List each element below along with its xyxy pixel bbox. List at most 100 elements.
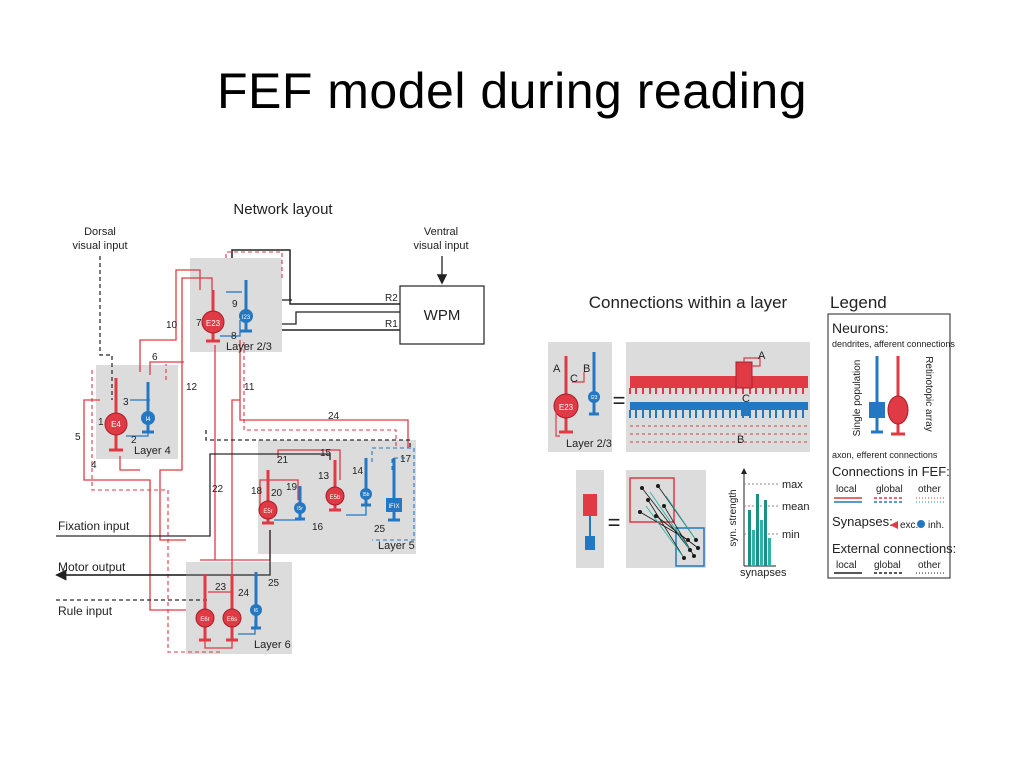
synapse-bars <box>748 494 771 566</box>
conn-num-9: 9 <box>232 299 238 310</box>
legend-box <box>827 313 951 579</box>
array-box <box>626 342 810 452</box>
syn-min-label: min <box>782 529 800 541</box>
conn-num-7: 7 <box>196 318 202 329</box>
conn-num-2: 2 <box>131 435 137 446</box>
syn-strength-plot: syn. strength max mean min synapses <box>728 468 810 579</box>
legend: Legend Neurons: dendrites, afferent conn… <box>827 293 956 579</box>
rule-input-label: Rule input <box>58 604 113 618</box>
motor-output-label: Motor output <box>58 560 126 574</box>
svg-text:E6r: E6r <box>200 617 209 623</box>
conn-num-6: 6 <box>152 352 158 363</box>
neuron-e5b: E5b <box>325 460 345 512</box>
svg-text:I5r: I5r <box>297 506 303 512</box>
dorsal-input-label-1: Dorsal <box>84 226 116 238</box>
network-layout-title: Network layout <box>233 201 333 218</box>
conn-num-4: 4 <box>91 460 97 471</box>
layer6-label: Layer 6 <box>254 639 291 651</box>
legend-single-population: Single population <box>852 360 863 437</box>
svg-text:E6s: E6s <box>227 617 237 623</box>
synapses-label: synapses <box>740 567 787 579</box>
layer4-label: Layer 4 <box>134 445 171 457</box>
excitatory-array <box>629 361 808 394</box>
svg-text:E5r: E5r <box>263 509 272 515</box>
inhibitory-global-connections <box>371 447 415 541</box>
svg-text:I5b: I5b <box>363 492 370 498</box>
svg-text:I23: I23 <box>242 315 251 321</box>
legend-retinotopic-array: Retinotopic array <box>923 356 934 432</box>
slide-title: FEF model during reading <box>216 63 808 119</box>
layer4-box <box>96 365 178 459</box>
array-label-c: C <box>742 393 750 405</box>
legend-ext-other: other <box>918 560 941 571</box>
legend-connections-fef: Connections in FEF: <box>832 464 950 479</box>
conn-num-14: 14 <box>352 466 364 477</box>
neuron-e23: E23 <box>201 290 225 343</box>
conn-num-17: 17 <box>400 454 412 465</box>
svg-text:I23: I23 <box>591 395 598 401</box>
legend-neurons: Neurons: <box>832 320 889 336</box>
conn-num-11: 11 <box>244 382 255 393</box>
neuron-i6: I6 <box>250 572 262 630</box>
connection-numbers: 1 2 3 4 5 6 7 8 9 10 11 12 13 14 15 16 1… <box>75 299 412 599</box>
legend-other: other <box>918 484 941 495</box>
legend-ext-local: local <box>836 560 857 571</box>
equals-sign-1: = <box>613 388 626 413</box>
wpm-box <box>399 285 485 345</box>
legend-ext-global: global <box>874 560 901 571</box>
svg-text:E4: E4 <box>111 420 121 429</box>
small-label-b: B <box>583 363 590 375</box>
neuron-e4: E4 <box>104 378 128 452</box>
conn-num-20: 20 <box>271 488 283 499</box>
ventral-input-label-2: visual input <box>413 240 468 252</box>
legend-global: global <box>876 484 903 495</box>
legend-external: External connections: <box>832 541 956 556</box>
svg-text:I6: I6 <box>254 608 258 614</box>
small-label-c: C <box>570 373 578 385</box>
svg-text:E23: E23 <box>206 319 221 328</box>
neuron-e5r: E5r <box>258 470 278 525</box>
conn-num-23: 23 <box>215 582 227 593</box>
syn-max-label: max <box>782 479 803 491</box>
connections-panel-title: Connections within a layer <box>589 293 788 312</box>
legend-dendrites: dendrites, afferent connections <box>832 339 955 349</box>
network-layout: Network layout WPM Ventral visual input … <box>55 201 485 654</box>
neuron-ifix: IFIX <box>386 458 402 522</box>
ventral-input-label-1: Ventral <box>424 226 458 238</box>
syn-mean-label: mean <box>782 501 810 513</box>
small-label-a: A <box>553 363 561 375</box>
syn-strength-axis-label: syn. strength <box>728 489 739 546</box>
legend-red-neuron <box>887 356 909 436</box>
layer23-label: Layer 2/3 <box>226 341 272 353</box>
fixation-input-label: Fixation input <box>58 519 130 533</box>
svg-text:E5b: E5b <box>330 495 341 501</box>
conn-num-24b: 24 <box>328 411 340 422</box>
conn-num-25: 25 <box>268 578 280 589</box>
svg-text:I4: I4 <box>145 417 151 423</box>
dorsal-input-label-2: visual input <box>72 240 127 252</box>
dorsal-input-line <box>99 256 113 400</box>
neuron-i5r: I5r <box>294 486 306 521</box>
r1-label: R1 <box>385 319 398 330</box>
svg-text:E23: E23 <box>559 403 574 412</box>
neuron-e6s: E6s <box>222 574 242 642</box>
inhibitory-array <box>629 402 808 418</box>
neuron-i23: I23 <box>239 280 253 333</box>
equals-sign-2: = <box>608 510 621 535</box>
connections-panel: Connections within a layer E23 I23 A B C… <box>548 293 810 579</box>
conn-num-10: 10 <box>166 320 178 331</box>
conn-num-21: 21 <box>277 455 289 466</box>
conn-num-1: 1 <box>98 417 104 428</box>
small-e23: E23 <box>553 356 579 434</box>
small-i23: I23 <box>588 352 600 416</box>
conn-num-24: 24 <box>238 588 250 599</box>
neuron-e6r: E6r <box>195 574 215 642</box>
conn-num-5: 5 <box>75 432 81 443</box>
conn-num-25b: 25 <box>374 524 386 535</box>
wpm-label: WPM <box>424 307 461 324</box>
small-layer-label: Layer 2/3 <box>566 438 612 450</box>
excitatory-synapse-icon <box>890 521 898 529</box>
conn-num-15: 15 <box>320 448 332 459</box>
legend-synapses: Synapses: <box>832 514 893 529</box>
